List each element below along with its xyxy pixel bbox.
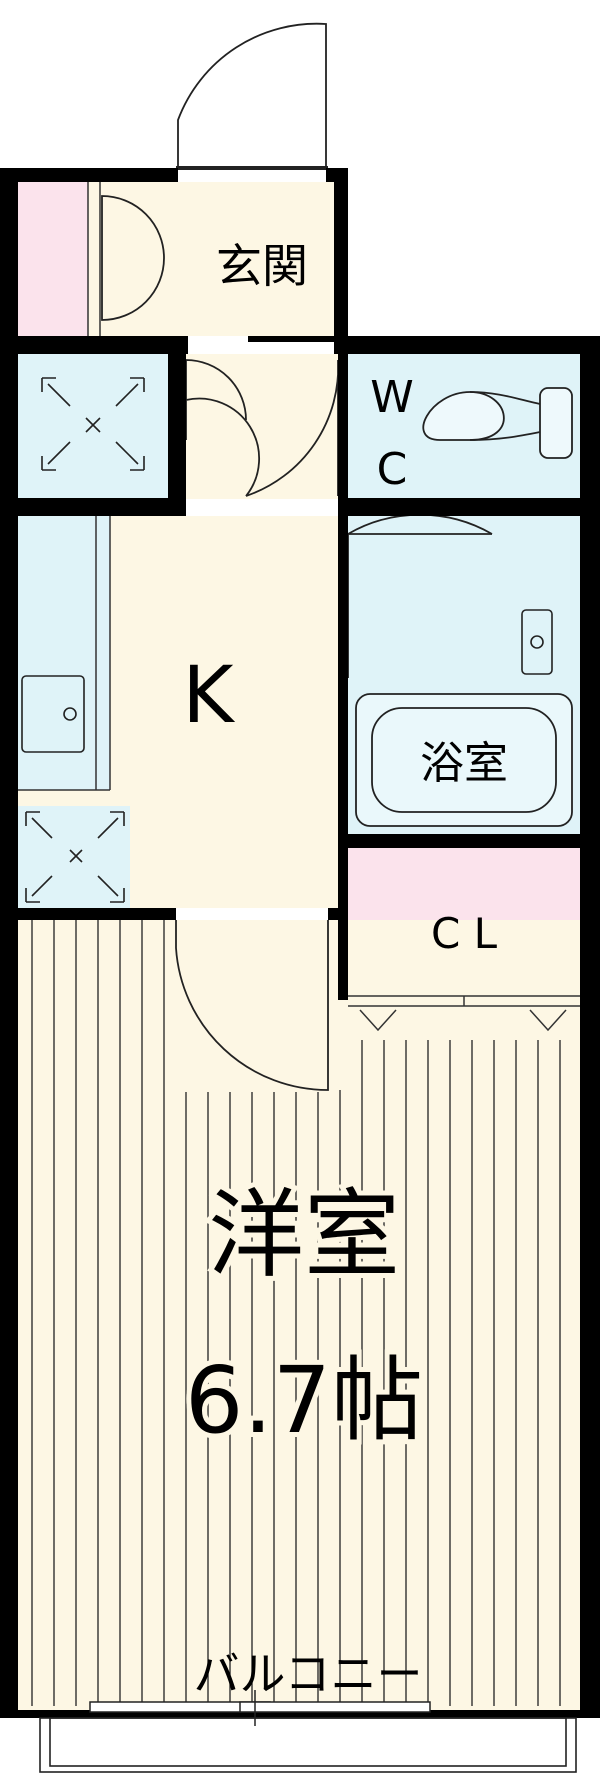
kitchen-counter-lines	[18, 516, 111, 791]
washer-door-swing	[185, 359, 247, 421]
closet-label: C L	[431, 909, 498, 958]
kitchen-label: K	[182, 651, 235, 741]
refrigerator-space-icon	[25, 811, 125, 903]
western-room-label: 洋室	[208, 1179, 400, 1291]
toilet-label-c: C	[377, 444, 408, 495]
room-fills	[18, 182, 580, 1714]
kitchen-counter	[18, 516, 110, 790]
bathroom-label: 浴室	[420, 738, 508, 789]
hall-floor	[183, 354, 338, 499]
shoe-cabinet	[18, 182, 88, 336]
toilet-icon	[422, 387, 573, 459]
western-room-size: 6.7帖	[185, 1347, 423, 1454]
windows	[89, 1690, 431, 1726]
shoe-cabinet-lines	[87, 182, 101, 336]
washer-space-icon	[41, 377, 145, 471]
balcony-label: バルコニー	[193, 1647, 422, 1701]
walls	[0, 168, 600, 1718]
front-door-swing	[177, 22, 327, 168]
entrance-floor	[88, 182, 338, 336]
cabinet-door-swing-lower	[101, 257, 165, 321]
bathtub-icon	[355, 693, 573, 827]
toilet-door-swing	[245, 359, 340, 497]
western-room-floor	[18, 920, 580, 1714]
cabinet-door-swing-upper	[101, 195, 165, 259]
entrance-label: 玄関	[216, 239, 308, 293]
balcony	[39, 1717, 577, 1773]
flooring-stripes	[31, 920, 561, 1706]
toilet-label-w: W	[370, 372, 414, 423]
washer-area	[18, 354, 183, 499]
room-door-swing	[175, 920, 329, 1091]
bath-basin-icon	[521, 609, 553, 675]
sink-icon	[21, 675, 85, 753]
door-swing-icon	[101, 22, 493, 1091]
closet-door-lines	[348, 995, 580, 1032]
